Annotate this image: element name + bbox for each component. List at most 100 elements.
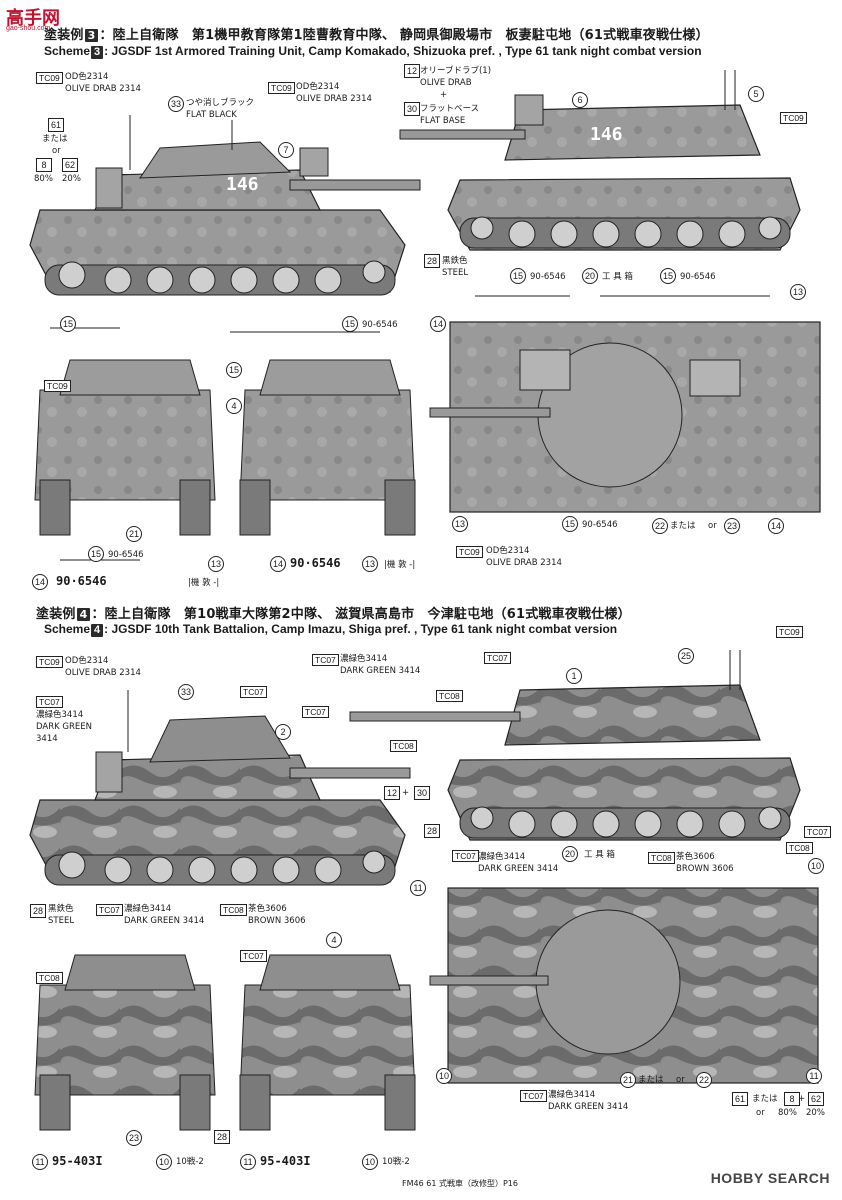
- brand-logo: HOBBY SEARCH: [710, 1170, 830, 1186]
- scheme3-number-badge: 3: [84, 29, 99, 42]
- scheme4-tc08-tag-e: TC08: [220, 904, 247, 916]
- scheme4-or-jp: または: [638, 1075, 664, 1085]
- scheme3-top-view: [429, 321, 821, 513]
- scheme4-tc08-tag-a: TC08: [390, 740, 417, 752]
- scheme3-flat-black-jp: つや消しブラック: [186, 98, 255, 108]
- scheme3-steel-en: STEEL: [442, 268, 469, 278]
- scheme4-callout-10-b: 10: [436, 1068, 452, 1084]
- scheme3-plate-a: 90-6546: [530, 272, 566, 282]
- scheme4-tc07-tag-i: TC07: [240, 950, 267, 962]
- scheme3-illustrations: 146 146: [29, 70, 821, 561]
- scheme4-callout-11-d: 11: [240, 1154, 256, 1170]
- scheme3-olive-en: OLIVE DRAB: [420, 78, 472, 88]
- scheme3-callout-14-c: 14: [270, 556, 286, 572]
- scheme4-callout-8: 8: [784, 1092, 800, 1106]
- scheme3-callout-23: 23: [724, 518, 740, 534]
- scheme3-callout-21: 21: [126, 526, 142, 542]
- scheme4-callout-11-b: 11: [806, 1068, 822, 1084]
- scheme4-jp-prefix: 塗装例: [36, 607, 76, 622]
- scheme3-callout-20: 20: [582, 268, 598, 284]
- scheme4-green-num: 3414: [36, 734, 58, 744]
- scheme3-callout-15-b: 15: [660, 268, 676, 284]
- scheme4-tc07-tag-g: TC07: [804, 826, 831, 838]
- scheme4-en-number-badge: 4: [91, 624, 104, 637]
- scheme4-mix80: 80%: [778, 1108, 797, 1118]
- scheme4-tc07-tag-f: TC07: [452, 850, 479, 862]
- scheme4-green-en-short: DARK GREEN: [36, 722, 92, 732]
- scheme4-green-en-d: DARK GREEN 3414: [124, 916, 205, 926]
- scheme4-unit-mark-b: 10戦-2: [382, 1157, 410, 1167]
- scheme3-callout-15-d: 15: [60, 316, 76, 332]
- scheme4-or-en-b: or: [756, 1108, 765, 1118]
- scheme4-tc07-tag-c: TC07: [312, 654, 339, 666]
- scheme3-callout-4: 4: [226, 398, 242, 414]
- scheme4-callout-11-c: 11: [32, 1154, 48, 1170]
- scheme4-callout-20: 20: [562, 846, 578, 862]
- scheme4-brown-jp-b: 茶色3606: [248, 904, 287, 914]
- scheme3-callout-13-a: 13: [790, 284, 806, 300]
- scheme3-callout-62: 62: [62, 158, 78, 172]
- scheme4-callout-22: 21: [620, 1072, 636, 1088]
- scheme3-od-en-b: OLIVE DRAB 2314: [296, 94, 372, 104]
- scheme3-callout-15-a: 15: [510, 268, 526, 284]
- scheme3-jp-prefix: 塗装例: [44, 28, 84, 43]
- scheme3-plate-b: 90-6546: [680, 272, 716, 282]
- scheme4-green-en-e: DARK GREEN 3414: [548, 1102, 629, 1112]
- scheme3-callout-15-c: 15: [342, 316, 358, 332]
- scheme4-callout-4: 4: [326, 932, 342, 948]
- scheme3-od-en-a: OLIVE DRAB 2314: [65, 84, 141, 94]
- scheme4-jp-title: ：陸上自衛隊 第10戦車大隊第2中隊、 滋賀県高島市 今津駐屯地（61式戦車夜戦…: [91, 607, 631, 622]
- scheme3-or-en-b: or: [708, 521, 717, 531]
- scheme4-green-en-b: DARK GREEN 3414: [340, 666, 421, 676]
- scheme3-turret-number-left: 146: [226, 174, 259, 195]
- scheme3-od-en-c: OLIVE DRAB 2314: [486, 558, 562, 568]
- scheme4-rear-view: [239, 954, 416, 1131]
- scheme3-side-view-left: [29, 115, 421, 296]
- scheme4-en-prefix: Scheme: [44, 622, 91, 636]
- scheme4-tc08-tag-d: TC08: [786, 842, 813, 854]
- scheme4-tc08-tag-b: TC08: [436, 690, 463, 702]
- scheme3-side-view-right: [399, 70, 801, 251]
- scheme4-callout-23: 22: [696, 1072, 712, 1088]
- scheme4-rear-plate: 95-403I: [260, 1154, 311, 1168]
- scheme4-callout-28-a: 28: [424, 824, 440, 838]
- scheme3-rear-view: [239, 359, 416, 536]
- scheme3-mix80: 80%: [34, 174, 53, 184]
- scheme4-or-en: or: [676, 1075, 685, 1085]
- scheme3-od-jp-b: OD色2314: [296, 82, 340, 92]
- scheme3-callout-22: 22: [652, 518, 668, 534]
- scheme3-tc09-tag-b: TC09: [268, 82, 295, 94]
- scheme3-callout-8: 8: [36, 158, 52, 172]
- scheme4-plus: +: [402, 788, 410, 798]
- scheme4-od-en: OLIVE DRAB 2314: [65, 668, 141, 678]
- scheme3-unit-mark-b: |機 敦 -|: [384, 560, 416, 570]
- scheme4-green-jp-b: 濃緑色3414: [340, 654, 388, 664]
- scheme4-green-jp-e: 濃緑色3414: [548, 1090, 596, 1100]
- scheme4-brown-jp-a: 茶色3606: [676, 852, 715, 862]
- scheme4-tc07-tag-e: TC07: [484, 652, 511, 664]
- scheme4-mix20: 20%: [806, 1108, 825, 1118]
- scheme4-callout-10-a: 10: [808, 858, 824, 874]
- scheme3-callout-33: 33: [168, 96, 184, 112]
- scheme3-callout-14-a: 14: [430, 316, 446, 332]
- scheme3-steel-jp: 黒鉄色: [442, 256, 468, 266]
- scheme4-tc07-tag-d: TC07: [302, 706, 329, 718]
- scheme3-callout-12: 12: [404, 64, 420, 78]
- scheme4-tc08-tag-c: TC08: [648, 852, 675, 864]
- scheme3-callout-13-c: 13: [362, 556, 378, 572]
- scheme4-od-jp: OD色2314: [65, 656, 109, 666]
- scheme3-en-title: : JGSDF 1st Armored Training Unit, Camp …: [104, 44, 702, 58]
- scheme4-callout-10-d: 10: [362, 1154, 378, 1170]
- site-logo-url: gao-shou.com: [6, 25, 51, 32]
- scheme4-plus-b: +: [798, 1094, 806, 1104]
- scheme4-en-title: : JGSDF 10th Tank Battalion, Camp Imazu,…: [104, 622, 618, 636]
- scheme3-mix20: 20%: [62, 174, 81, 184]
- scheme3-en-number-badge: 3: [91, 46, 104, 59]
- scheme4-callout-61: 61: [732, 1092, 748, 1106]
- scheme3-callout-61: 61: [48, 118, 64, 132]
- scheme4-tc07-tag-j: TC07: [520, 1090, 547, 1102]
- scheme3-front-plate: 90·6546: [56, 574, 107, 588]
- scheme3-plate-c: 90-6546: [362, 320, 398, 330]
